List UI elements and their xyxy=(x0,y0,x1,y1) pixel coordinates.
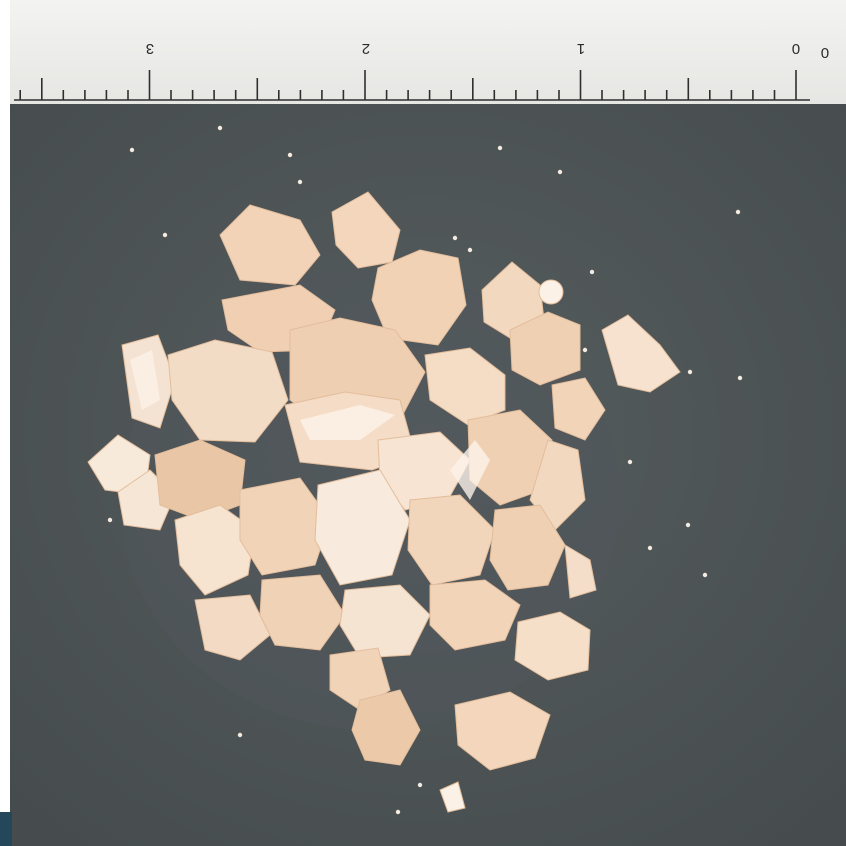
speck xyxy=(497,145,503,151)
crystal-fragment xyxy=(529,439,586,531)
crystal-fragment xyxy=(564,544,597,599)
ruler-label-3: 3 xyxy=(146,40,154,57)
crystal-fragment xyxy=(194,594,271,661)
crystal-sheen xyxy=(300,405,395,440)
speck xyxy=(452,235,458,241)
crystal-fragment xyxy=(429,579,521,651)
speck xyxy=(582,347,588,353)
speck xyxy=(237,732,243,738)
crystal-fragment xyxy=(538,279,564,305)
speck xyxy=(627,459,633,465)
crystal-sheen xyxy=(130,350,160,410)
crystal-fragment xyxy=(339,584,431,659)
crystal-fragment xyxy=(407,494,496,586)
ruler-label-1: 1 xyxy=(577,40,585,57)
speck xyxy=(297,179,303,185)
crystal-fragment xyxy=(259,574,346,651)
speck xyxy=(702,572,708,578)
crystal-fragment xyxy=(314,469,411,586)
speck xyxy=(417,782,423,788)
scattered-specks xyxy=(107,125,743,815)
corner-tab xyxy=(0,812,12,846)
speck xyxy=(467,247,473,253)
speck xyxy=(107,517,113,523)
speck xyxy=(735,209,741,215)
crystal-fragment xyxy=(454,691,551,771)
speck xyxy=(737,375,743,381)
speck xyxy=(129,147,135,153)
ruler-label-2: 2 xyxy=(362,40,370,57)
speck xyxy=(687,369,693,375)
speck xyxy=(557,169,563,175)
speck xyxy=(685,522,691,528)
ruler-label-0-edge: 0 xyxy=(821,44,829,61)
crystal-fragment xyxy=(174,504,256,596)
crystal-fragment xyxy=(219,204,321,286)
crystal-fragment xyxy=(371,249,467,346)
crystal-fragment xyxy=(439,781,466,813)
ruler-ticks xyxy=(14,70,810,101)
speck xyxy=(395,809,401,815)
crystal-fragment xyxy=(509,311,581,386)
crystal-fragment xyxy=(489,504,566,591)
crystal-fragment xyxy=(351,689,421,766)
crystal-pile xyxy=(87,191,681,813)
ruler-label-0: 0 xyxy=(792,40,800,57)
crystal-fragment xyxy=(601,314,681,393)
crystal-fragment xyxy=(424,347,506,426)
speck xyxy=(647,545,653,551)
speck xyxy=(589,269,595,275)
ruler: 3 2 1 0 0 xyxy=(10,0,846,104)
crystal-fragment xyxy=(239,477,331,576)
crystal-sheen xyxy=(450,440,490,500)
crystal-fragment xyxy=(551,377,606,441)
speck xyxy=(287,152,293,158)
crystal-fragment xyxy=(514,611,591,681)
crystal-fragment xyxy=(167,339,289,443)
speck xyxy=(217,125,223,131)
speck xyxy=(162,232,168,238)
ruler-body xyxy=(10,0,846,104)
